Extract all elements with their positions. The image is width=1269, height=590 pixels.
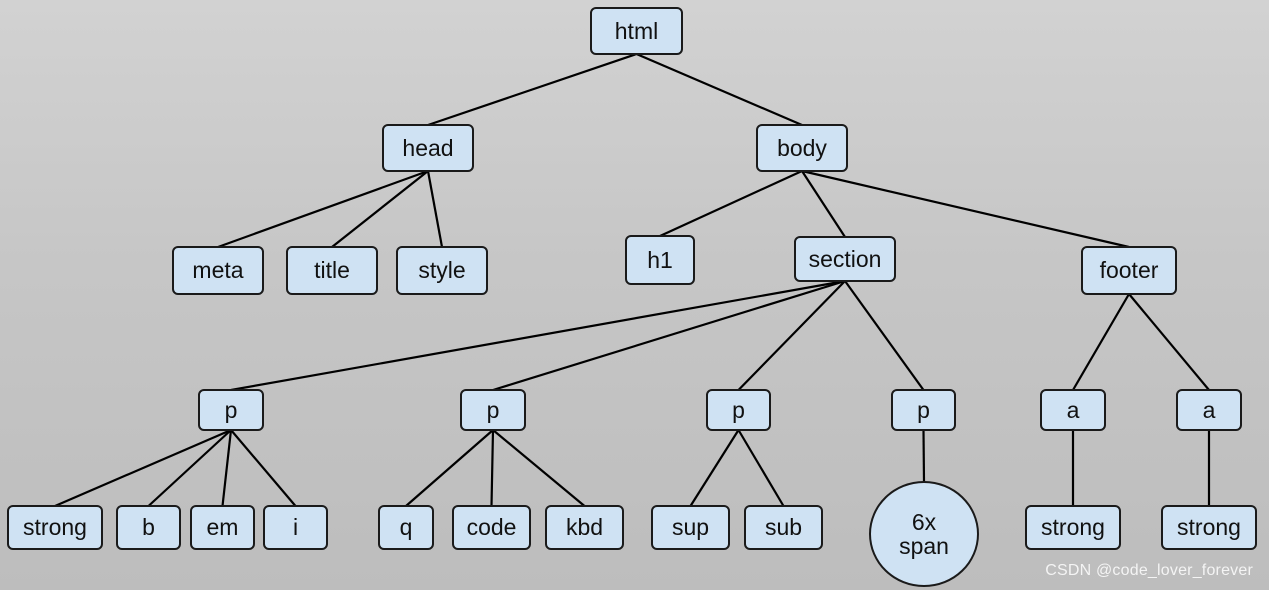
node-em: em: [190, 505, 255, 550]
edge-section-p1: [230, 279, 846, 392]
node-body: body: [756, 124, 848, 172]
edge-p2-q: [405, 429, 494, 507]
node-head: head: [382, 124, 474, 172]
span-count: 6x: [911, 508, 937, 535]
edge-p1-i: [230, 429, 297, 507]
node-h1: h1: [625, 235, 695, 285]
node-p: p: [198, 389, 264, 431]
node-a: a: [1040, 389, 1106, 431]
edge-section-p3: [737, 280, 846, 391]
edge-html-body: [636, 52, 803, 127]
edge-p4-span: [922, 429, 926, 483]
node-strong: strong: [7, 505, 103, 550]
node-meta: meta: [172, 246, 264, 295]
span-label: span: [899, 533, 949, 559]
node-strong: strong: [1025, 505, 1121, 550]
node-footer: footer: [1081, 246, 1177, 295]
edge-section-p2: [492, 279, 846, 392]
node-code: code: [452, 505, 531, 550]
edge-p3-sup: [689, 429, 740, 507]
node-p: p: [460, 389, 526, 431]
edge-html-head: [427, 52, 637, 127]
edge-section-p4: [844, 280, 925, 391]
edge-head-title: [331, 170, 429, 248]
node-style: style: [396, 246, 488, 295]
edge-body-footer: [801, 169, 1130, 249]
node-html: html: [590, 7, 683, 55]
node-sup: sup: [651, 505, 730, 550]
node-span-6x: 6x span: [869, 481, 979, 587]
edge-body-section: [801, 170, 846, 238]
edge-p2-kbd: [492, 429, 586, 507]
node-strong: strong: [1161, 505, 1257, 550]
watermark: CSDN @code_lover_forever: [1045, 562, 1253, 579]
edge-head-style: [426, 170, 444, 248]
edge-head-meta: [217, 169, 429, 249]
node-kbd: kbd: [545, 505, 624, 550]
node-p: p: [706, 389, 771, 431]
edge-footer-a2: [1128, 293, 1210, 391]
node-a: a: [1176, 389, 1242, 431]
edge-p3-sub: [737, 429, 785, 507]
edge-p1-em: [221, 429, 233, 507]
node-b: b: [116, 505, 181, 550]
node-q: q: [378, 505, 434, 550]
edge-p1-strong1: [54, 428, 232, 508]
node-section: section: [794, 236, 896, 282]
node-sub: sub: [744, 505, 823, 550]
node-p: p: [891, 389, 956, 431]
edge-footer-a1: [1072, 293, 1130, 391]
edge-p2-code: [490, 429, 495, 507]
edge-p1-b: [147, 429, 232, 507]
edge-body-h1: [659, 169, 803, 238]
node-i: i: [263, 505, 328, 550]
node-title: title: [286, 246, 378, 295]
